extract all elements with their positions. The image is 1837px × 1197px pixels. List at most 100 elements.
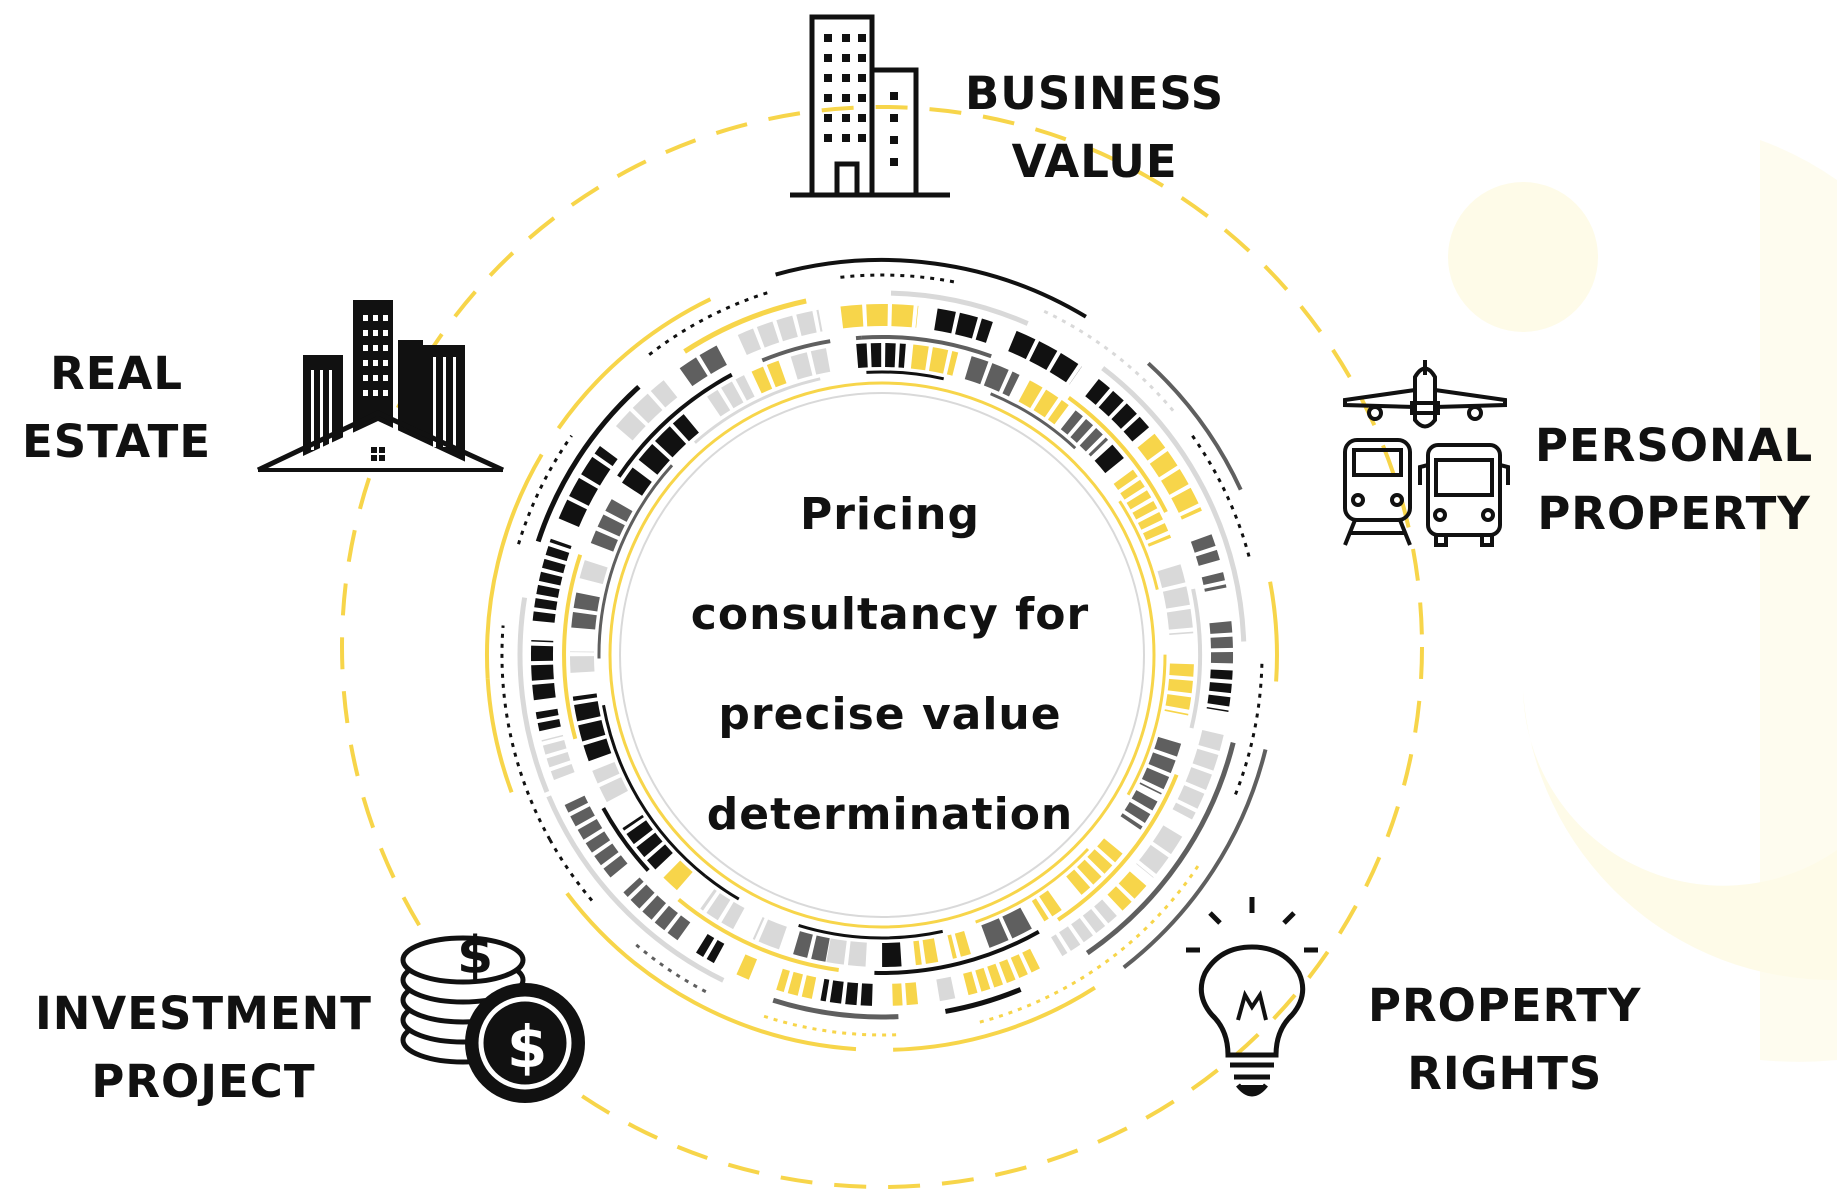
ring-segment — [558, 446, 618, 528]
ring-segment — [579, 558, 609, 585]
ring-segment — [1085, 741, 1236, 956]
ring-segment — [535, 384, 641, 543]
lightbulb-icon — [1186, 897, 1318, 1097]
office-building-icon — [790, 14, 950, 198]
svg-text:$: $ — [457, 926, 493, 986]
ring-segment — [648, 290, 772, 356]
ring-segment — [569, 651, 595, 673]
ring-segment — [677, 897, 839, 972]
ring-segment — [546, 795, 725, 983]
vehicles-icon — [1343, 360, 1510, 547]
ring-segment — [1189, 588, 1202, 729]
ring-segment — [565, 892, 857, 1052]
ring-segment — [1268, 581, 1279, 682]
ring-segment — [1190, 534, 1220, 566]
ring-segment — [592, 761, 629, 803]
ring-segment — [663, 860, 693, 891]
ring-segment — [1209, 621, 1234, 666]
ring-segment — [1137, 433, 1202, 520]
ring-segment — [535, 708, 561, 732]
ring-segment — [704, 874, 740, 901]
ring-segment — [541, 734, 575, 781]
ring-segment — [1113, 469, 1172, 547]
ring-segment — [615, 380, 678, 441]
ring-segment — [866, 370, 945, 381]
ring-segment — [761, 339, 831, 363]
ring-segment — [1191, 434, 1252, 563]
ring-segment — [1043, 309, 1178, 416]
ring-segment — [1172, 729, 1224, 820]
ring-segment — [892, 982, 919, 1006]
ring-segment — [517, 434, 573, 545]
ring-segment — [776, 968, 817, 999]
ring-segment — [602, 704, 707, 878]
center-disk-yellow-ring — [608, 381, 1156, 929]
ring-segment — [631, 940, 707, 994]
ring-segment — [1085, 378, 1150, 442]
ring-segment — [735, 954, 758, 980]
ring-segment — [1206, 669, 1233, 712]
center-line: Pricing — [799, 489, 980, 540]
ring-segment — [601, 807, 650, 872]
decorative-rings — [485, 258, 1279, 1052]
svg-text:$: $ — [507, 1013, 547, 1081]
center-disk-gray-ring — [619, 392, 1145, 918]
ring-segment — [913, 938, 939, 966]
ring-segment — [820, 978, 873, 1006]
center-disk — [612, 385, 1152, 925]
ring-segment — [1050, 899, 1117, 957]
ring-segment — [1139, 736, 1182, 795]
ring-segment — [947, 930, 971, 959]
ring-segment — [890, 290, 1029, 326]
background-logo — [1448, 140, 1837, 1197]
ring-segment — [1060, 410, 1109, 457]
investment-project-label: INVESTMENT PROJECT — [35, 980, 372, 1116]
ring-segment — [910, 344, 959, 376]
ring-segment — [1201, 572, 1227, 592]
ring-segment — [532, 538, 572, 623]
ring-segment — [737, 309, 823, 356]
label-line: VALUE — [1011, 135, 1178, 188]
ring-segment — [562, 554, 583, 740]
ring-segment — [693, 377, 821, 444]
ring-segment — [855, 335, 863, 341]
ring-segment — [1008, 330, 1082, 385]
ring-segment — [530, 639, 556, 701]
ring-segment — [1018, 380, 1069, 425]
ring-segment — [790, 348, 831, 380]
ring-segment — [856, 343, 906, 368]
ring-segment — [622, 814, 673, 870]
ring-segment — [981, 907, 1032, 948]
ring-segment — [798, 923, 944, 940]
ring-segment — [1232, 663, 1264, 800]
ring-segment — [762, 1014, 897, 1037]
ring-segment — [683, 298, 807, 354]
label-line: PROPERTY — [1368, 979, 1642, 1032]
ring-segment — [975, 865, 1200, 1025]
ring-segment — [1146, 361, 1243, 491]
label-line: BUSINESS — [965, 67, 1225, 120]
ring-segment — [752, 917, 787, 950]
ring-segment — [548, 838, 594, 902]
ring-segment — [1157, 564, 1194, 636]
ring-segment — [961, 948, 1040, 996]
center-line: consultancy for — [690, 589, 1090, 640]
ring-segment — [590, 499, 633, 552]
ring-segment — [1056, 774, 1179, 922]
ring-segment — [1107, 871, 1147, 911]
ring-segment — [790, 930, 830, 962]
ring-segment — [597, 464, 674, 659]
ring-segment — [517, 597, 550, 793]
ring-segment — [1118, 500, 1159, 590]
ring-segment — [990, 392, 1077, 450]
ring-segment — [874, 929, 1040, 975]
coins-icon: $ $ — [400, 926, 585, 1103]
ring-segment — [1136, 825, 1183, 878]
center-title: Pricing consultancy for precise value de… — [655, 465, 1125, 865]
ring-segment — [944, 987, 1022, 1014]
ring-segment — [840, 304, 919, 329]
label-line: INVESTMENT — [35, 987, 372, 1040]
ring-segment — [1067, 395, 1168, 513]
ring-segment — [485, 453, 544, 679]
